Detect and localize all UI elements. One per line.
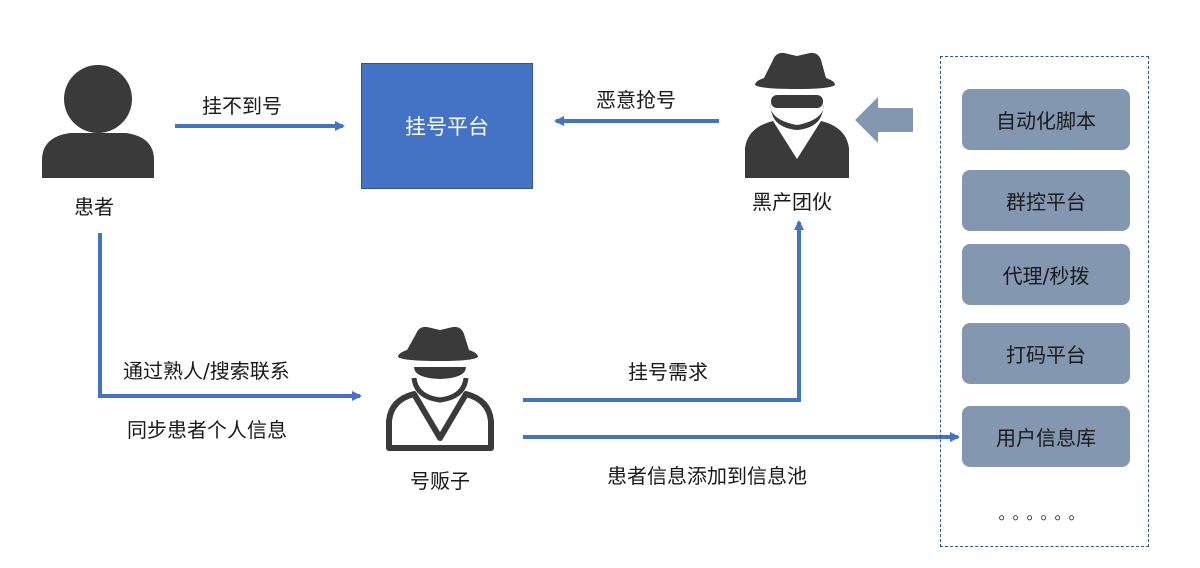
platform-label: 挂号平台 (405, 115, 489, 139)
platform-box: 挂号平台 (361, 63, 533, 189)
tool-captcha: 打码平台 (962, 323, 1130, 384)
gang-label: 黑产团伙 (752, 190, 832, 214)
tool-proxy: 代理/秒拨 (962, 244, 1130, 305)
spy-icon (745, 52, 849, 178)
edge-label-contact: 通过熟人/搜索联系 (123, 359, 290, 383)
patient-label: 患者 (74, 195, 114, 219)
edge-label-add-to-pool: 患者信息添加到信息池 (607, 464, 807, 488)
tool-group-control: 群控平台 (962, 170, 1130, 231)
spy-outline-icon (386, 326, 494, 451)
arrow-scalper-to-gang (523, 220, 804, 402)
arrow-patient-to-scalper (98, 233, 362, 401)
tools-panel (940, 56, 1149, 547)
tool-auto-script: 自动化脚本 (962, 89, 1130, 150)
tool-user-db: 用户信息库 (962, 406, 1130, 467)
edge-label-demand: 挂号需求 (628, 360, 708, 384)
scalper-label: 号贩子 (410, 469, 470, 493)
tools-more: 。。。。。。 (998, 504, 1091, 523)
edge-label-sync-info: 同步患者个人信息 (127, 418, 287, 442)
edge-label-malicious-grab: 恶意抢号 (596, 88, 676, 112)
person-icon (42, 65, 154, 178)
edge-label-no-appointment: 挂不到号 (202, 94, 282, 118)
left-arrow-icon (855, 97, 913, 143)
